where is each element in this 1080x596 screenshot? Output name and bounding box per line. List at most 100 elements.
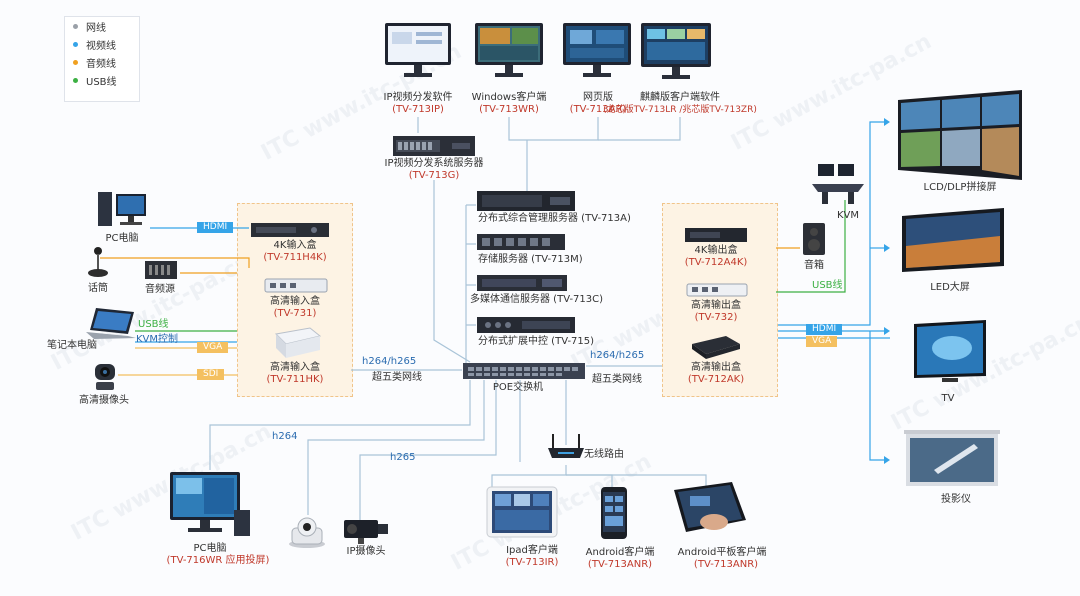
server-label: 分布式综合管理服务器 (TV-713A) (478, 213, 631, 224)
led-screen-icon (902, 208, 1004, 272)
bottom-label: IP摄像头 (346, 546, 386, 557)
output-box-model: (TV-732) (694, 312, 738, 323)
router-label: 无线路由 (584, 449, 624, 460)
decoder-icon (685, 228, 747, 242)
sdi-tag: SDI (197, 369, 225, 380)
speaker-icon (803, 223, 825, 255)
input-box-model: (TV-711H4K) (263, 252, 327, 263)
poe-switch-label: POE交换机 (492, 382, 544, 393)
ip-camera-icon (344, 520, 388, 544)
legend-item: 视频线 (65, 35, 139, 53)
tv-label: TV (941, 393, 955, 404)
bottom-label: Android平板客户端 (677, 547, 767, 558)
dome-camera-icon (289, 517, 325, 548)
server-icon (477, 317, 575, 333)
encoder-icon (251, 223, 329, 237)
monitor-icon (475, 23, 543, 77)
projector-screen-icon (904, 430, 1000, 486)
speaker-label: 音箱 (804, 260, 824, 271)
lcd-label: LCD/DLP拼接屏 (923, 182, 997, 193)
ip-server-name: IP视频分发系统服务器 (384, 158, 484, 169)
client-name: Windows客户端 (471, 92, 547, 103)
bottom-label: Ipad客户端 (506, 545, 558, 556)
output-box-model: (TV-712AK) (687, 374, 745, 385)
video-wall-icon (898, 90, 1022, 180)
monitor-icon (563, 23, 631, 77)
source-label: 高清摄像头 (79, 395, 129, 406)
switch-icon (463, 363, 585, 379)
legend: 网线 视频线 音频线 USB线 (64, 16, 140, 102)
link-codec: h265 (390, 452, 416, 463)
ip-server-model: (TV-713G) (408, 170, 460, 181)
output-box-name: 4K输出盒 (694, 245, 738, 256)
microphone-icon (88, 247, 108, 277)
hdmi-tag: HDMI (806, 324, 843, 335)
source-label: 话筒 (88, 283, 108, 294)
vga-tag: VGA (806, 336, 838, 347)
tablet-icon (674, 482, 746, 532)
source-label: 笔记本电脑 (47, 340, 97, 351)
server-icon (477, 234, 565, 250)
led-label: LED大屏 (930, 282, 970, 293)
tv-icon (914, 320, 986, 382)
kvm-console-icon (812, 164, 864, 204)
bottom-label: Android客户端 (585, 547, 655, 558)
laptop-icon (86, 308, 136, 339)
encoder-icon (274, 327, 322, 358)
client-model: (TV-713IP) (392, 104, 444, 115)
client-name: 麒麟版客户端软件 (640, 92, 720, 103)
decoder-icon (686, 283, 748, 297)
usb-tag: USB线 (138, 319, 169, 330)
monitor-icon (641, 23, 711, 79)
desktop-pc-icon (98, 192, 146, 226)
kvm-label: KVM (836, 210, 860, 221)
camera-icon (95, 364, 115, 390)
client-model: (TV-713WR) (479, 104, 539, 115)
source-label: PC电脑 (105, 233, 139, 244)
bottom-label: PC电脑 (193, 543, 227, 554)
legend-item: 网线 (65, 17, 139, 35)
phone-icon (601, 487, 627, 539)
link-codec: h264 (272, 431, 298, 442)
link-cable: 超五类网线 (592, 374, 642, 385)
server-icon (393, 136, 475, 156)
bottom-model: (TV-713ANR) (587, 559, 653, 570)
encoder-icon (264, 278, 328, 293)
client-model: (龙芯版TV-713LR /兆芯版TV-713ZR) (603, 105, 757, 115)
client-model: (TV-713AR) (569, 104, 627, 115)
ipad-icon (486, 486, 558, 538)
link-codec: h264/h265 (362, 356, 417, 367)
output-box-model: (TV-712A4K) (684, 257, 748, 268)
audio-source-icon (145, 261, 177, 279)
server-label: 多媒体通信服务器 (TV-713C) (470, 294, 604, 305)
decoder-icon (692, 336, 740, 359)
router-icon (548, 434, 584, 458)
desktop-pc-icon (170, 472, 250, 536)
projector-label: 投影仪 (941, 494, 971, 505)
monitor-icon (385, 23, 451, 77)
output-box-name: 高清输出盒 (691, 300, 741, 311)
legend-item: USB线 (65, 71, 139, 89)
input-box-name: 高清输入盒 (270, 296, 320, 307)
legend-item: 音频线 (65, 53, 139, 71)
server-label: 存储服务器 (TV-713M) (478, 254, 583, 265)
kvm-tag: KVM控制 (136, 334, 179, 345)
server-label: 分布式扩展中控 (TV-715) (478, 336, 595, 347)
vga-tag: VGA (197, 342, 229, 353)
bottom-model: (TV-716WR 应用投屏) (166, 555, 270, 566)
output-box-name: 高清输出盒 (691, 362, 741, 373)
bottom-model: (TV-713IR) (505, 557, 559, 568)
link-codec: h264/h265 (590, 350, 645, 361)
input-box-model: (TV-731) (273, 308, 317, 319)
input-box-name: 高清输入盒 (270, 362, 320, 373)
client-name: IP视频分发软件 (383, 92, 453, 103)
input-box-name: 4K输入盒 (273, 240, 317, 251)
bottom-model: (TV-713ANR) (693, 559, 759, 570)
server-icon (477, 275, 567, 291)
source-label: 音频源 (145, 284, 175, 295)
hdmi-tag: HDMI (197, 222, 234, 233)
input-box-model: (TV-711HK) (266, 374, 324, 385)
usb-tag: USB线 (812, 280, 843, 291)
